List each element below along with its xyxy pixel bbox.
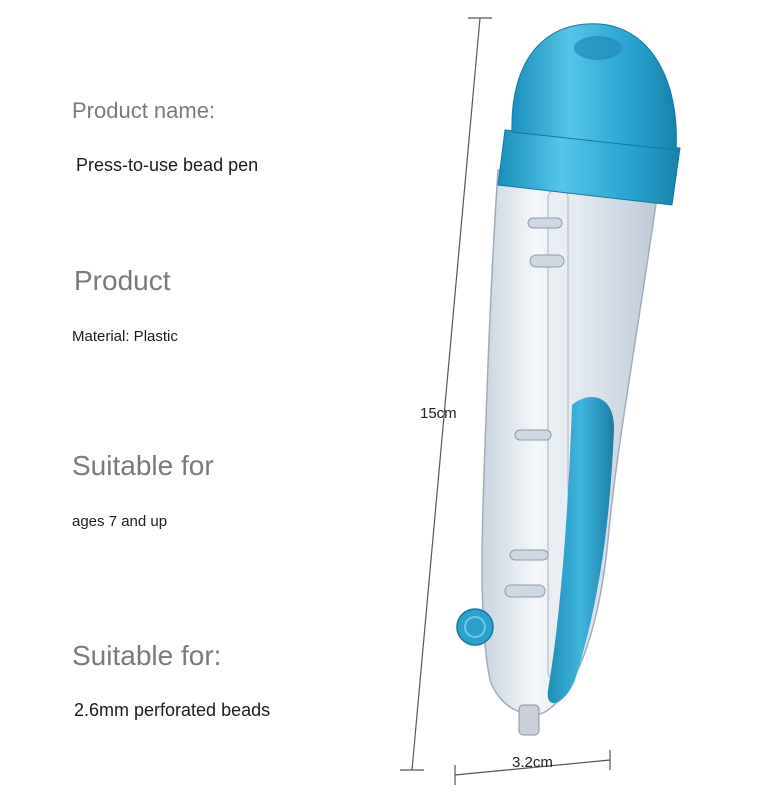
width-dimension-line	[454, 750, 611, 785]
height-dimension-label: 15cm	[420, 405, 457, 422]
width-dimension-label: 3.2cm	[512, 754, 553, 771]
material-value: Material: Plastic	[72, 328, 178, 345]
suitable-for-beads-heading: Suitable for:	[72, 640, 222, 671]
suitable-for-heading: Suitable for	[72, 450, 214, 481]
product-name-value: Press-to-use bead pen	[76, 155, 259, 175]
bead-pen	[456, 23, 681, 736]
product-name-heading: Product name:	[72, 98, 216, 123]
height-dimension-line	[400, 17, 492, 771]
beads-value: 2.6mm perforated beads	[74, 700, 271, 720]
ages-value: ages 7 and up	[72, 513, 168, 530]
product-heading: Product	[74, 265, 171, 296]
